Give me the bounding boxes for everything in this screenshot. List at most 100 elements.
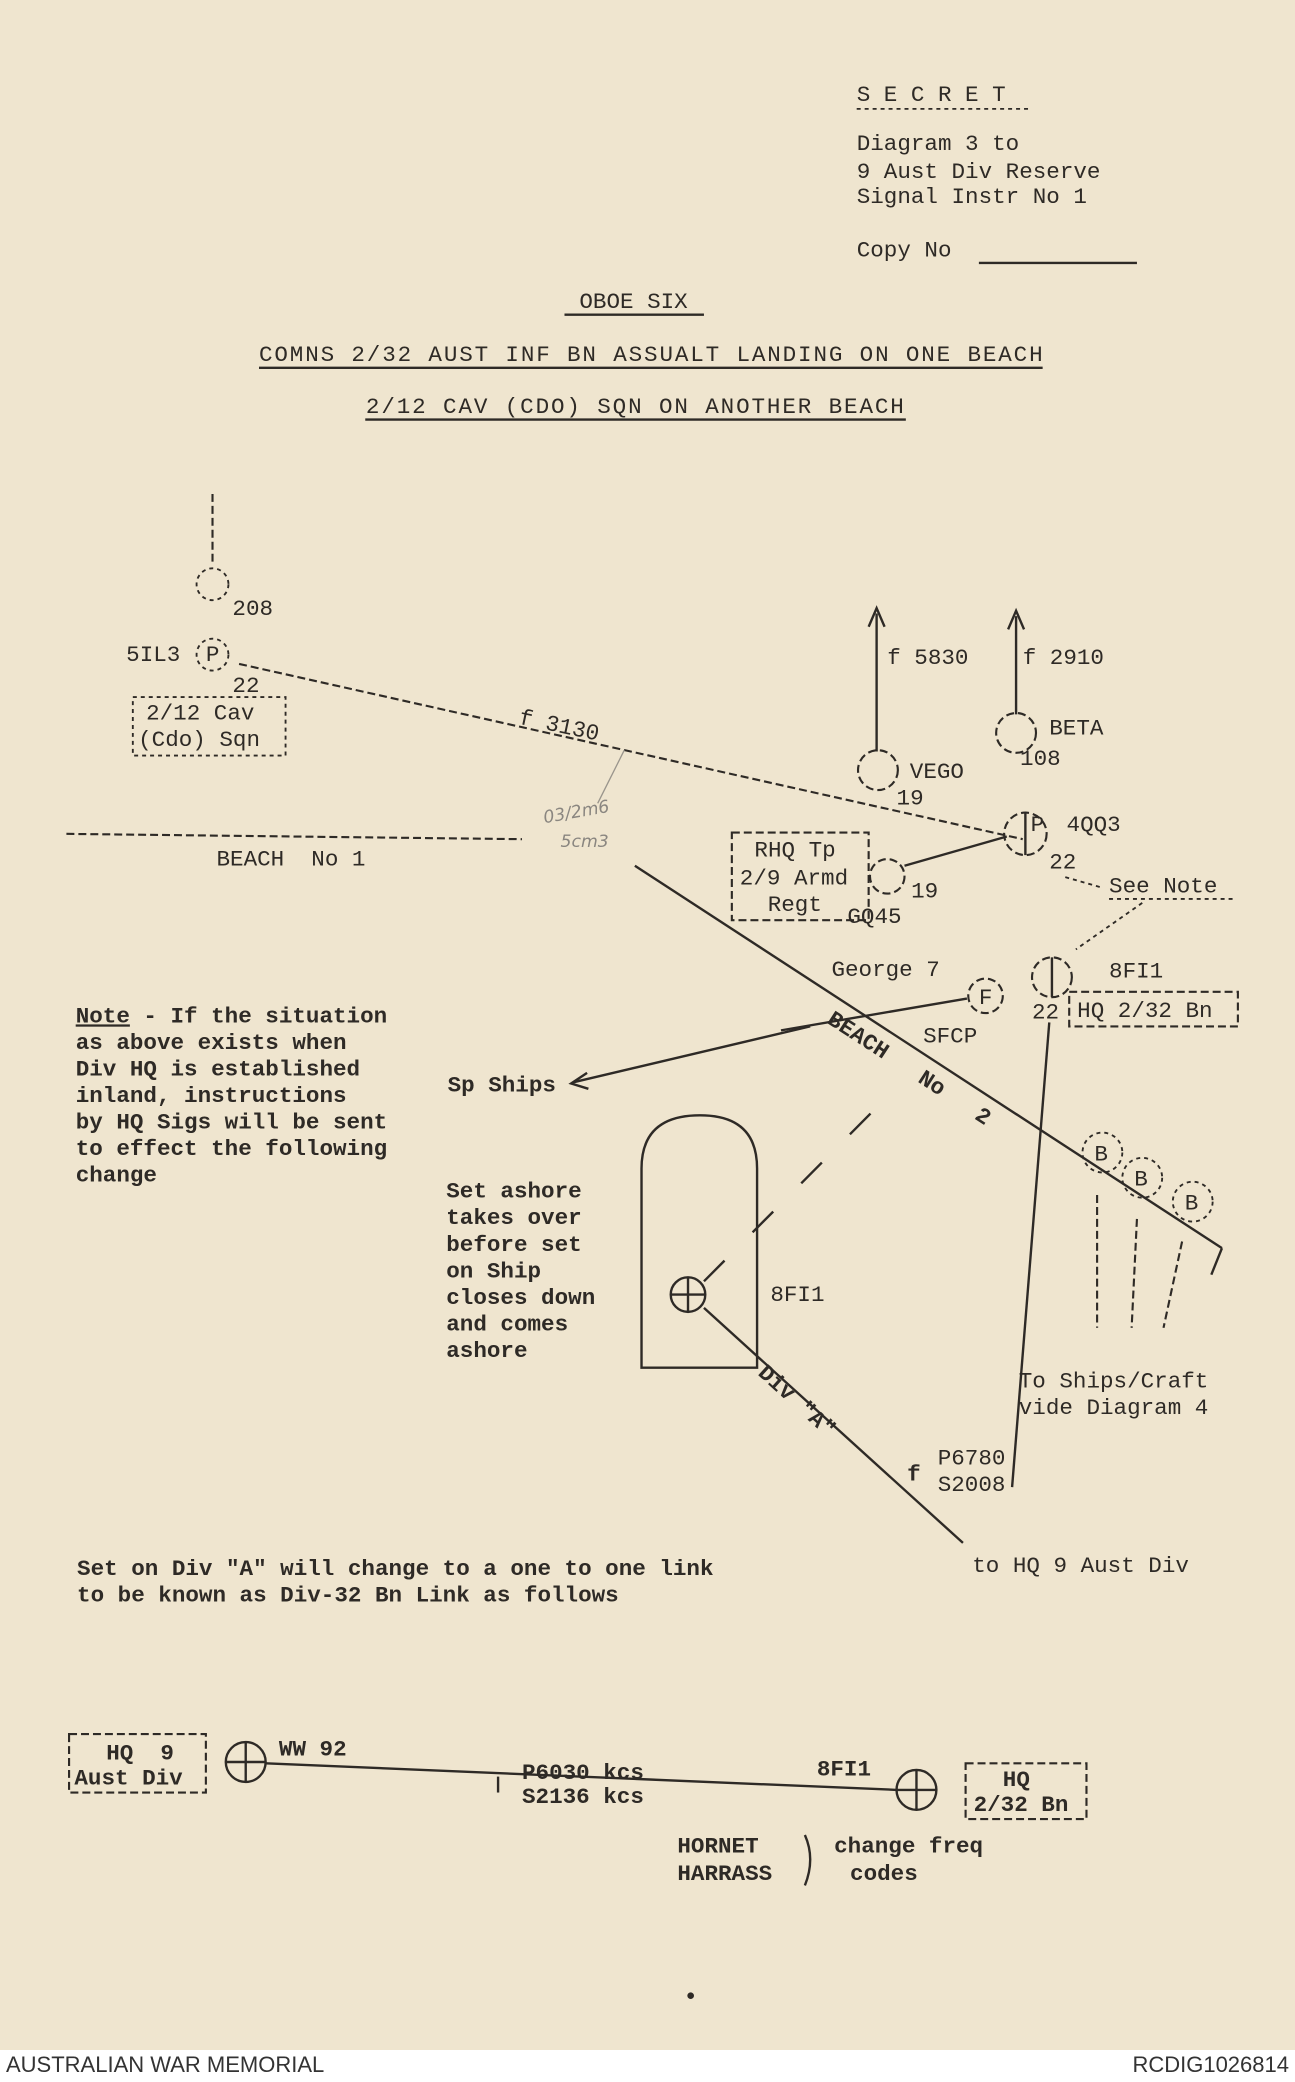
sp-ships-label: Sp Ships — [448, 1072, 556, 1098]
arrow-up-icon — [1007, 607, 1026, 630]
note-heading: Note — [76, 1003, 130, 1029]
station-circle-icon — [195, 567, 230, 602]
unit-box — [1068, 990, 1239, 1028]
unit-label: HQ 9 — [106, 1740, 174, 1766]
code-name: HARRASS — [677, 1861, 772, 1887]
note-line: to effect the following — [76, 1136, 387, 1162]
beach1-line — [66, 832, 522, 841]
george-label: George 7 — [831, 957, 939, 983]
boat-link — [1162, 1241, 1184, 1329]
pencil-line — [597, 749, 625, 804]
ship-outline — [640, 1114, 759, 1369]
reference-line: Diagram 3 to — [857, 131, 1020, 157]
set-circle-icon — [195, 637, 230, 672]
reference-line: Signal Instr No 1 — [857, 184, 1087, 210]
boat-circle-icon — [1171, 1180, 1214, 1223]
brace — [803, 1834, 812, 1886]
div-32bn-link: HQ 9 Aust Div WW 92 P6030 kcs S2136 kcs … — [68, 1733, 1088, 1887]
freq-label: f 2910 — [1023, 645, 1104, 671]
unit-label: 2/12 Cav — [146, 701, 254, 727]
boat-label: B — [1134, 1167, 1148, 1193]
to-hq-div-label: to HQ 9 Aust Div — [972, 1553, 1189, 1579]
arrow-left-icon — [568, 1071, 589, 1090]
sp-ships-arrow — [573, 1025, 811, 1084]
beach2-line — [634, 864, 1223, 1250]
station-number: 22 — [1049, 849, 1076, 875]
to-ships-label: To Ships/Craft — [1019, 1369, 1209, 1395]
link-line — [265, 1762, 897, 1792]
callsign: 8FI1 — [817, 1756, 871, 1782]
station-circle-icon — [995, 711, 1038, 754]
unit-label: Aust Div — [74, 1766, 183, 1792]
codes-note: codes — [850, 1861, 918, 1887]
copy-no-label: Copy No — [857, 237, 952, 263]
to-ships-label: vide Diagram 4 — [1019, 1395, 1209, 1421]
station-name: VEGO — [910, 759, 964, 785]
boat-circle-icon — [1121, 1156, 1164, 1199]
unit-label: 2/32 Bn — [974, 1792, 1069, 1818]
note-line: takes over — [446, 1205, 581, 1231]
unit-label: HQ 2/32 Bn — [1077, 998, 1212, 1024]
pencil-annotation: 03/2m6 — [542, 797, 611, 828]
boats: B B B — [1081, 1131, 1214, 1329]
title-line1: COMNS 2/32 AUST INF BN ASSUALT LANDING O… — [259, 342, 1043, 368]
note-line: inland, instructions — [76, 1083, 347, 1109]
code-name: HORNET — [677, 1833, 758, 1859]
node-4qq3: P 4QQ3 22 — [1003, 811, 1121, 875]
see-note-label: See Note — [1109, 873, 1217, 899]
codes-note: change freq — [834, 1833, 983, 1859]
hq-bn-node: 8FI1 22 HQ 2/32 Bn — [1030, 956, 1239, 1028]
unit-box — [68, 1733, 207, 1794]
classification: S E C R E T — [857, 82, 1006, 108]
station-number: 22 — [1032, 999, 1059, 1025]
svg-text:Note - If the situation: Note - If the situation — [76, 1003, 387, 1029]
unit-label: 2/9 Armd — [740, 865, 848, 891]
freq-label: P6780 — [938, 1446, 1006, 1472]
change-text: Set on Div "A" will change to a one to o… — [77, 1556, 713, 1582]
set-ashore-block: Set ashore takes over before set on Ship… — [446, 1179, 595, 1364]
note-line: on Ship — [446, 1258, 541, 1284]
arrow-line — [1062, 875, 1101, 888]
arrow-line — [1075, 902, 1143, 951]
set-circle-icon — [967, 977, 1004, 1015]
callsign: GQ45 — [847, 904, 901, 930]
div-link-line — [1010, 1022, 1051, 1488]
note-line: closes down — [446, 1285, 595, 1311]
title-code: OBOE SIX — [579, 289, 688, 315]
freq-label: P6030 kcs — [522, 1760, 644, 1786]
note-line: Div HQ is established — [76, 1057, 360, 1083]
note-line: as above exists when — [76, 1030, 347, 1056]
set-type: F — [979, 985, 993, 1011]
freq-label: S2008 — [938, 1472, 1006, 1498]
note-line: change — [76, 1163, 157, 1189]
beach1-label: BEACH No 1 — [216, 847, 365, 873]
unit-box — [730, 831, 870, 922]
note-line: before set — [446, 1232, 581, 1258]
change-text: to be known as Div-32 Bn Link as follows — [77, 1582, 619, 1608]
footer-item-id: RCDIG1026814 — [1132, 2052, 1289, 2077]
freq-label: f — [907, 1462, 921, 1488]
station-circle-icon — [856, 749, 899, 792]
set-type: P — [206, 642, 220, 668]
arrow-up-icon — [867, 605, 886, 628]
title-block: OBOE SIX COMNS 2/32 AUST INF BN ASSUALT … — [259, 289, 1043, 421]
beta-node: f 2910 BETA 108 — [995, 607, 1104, 772]
div-a-line — [703, 1307, 964, 1544]
footer-archive-name: AUSTRALIAN WAR MEMORIAL — [6, 2052, 325, 2077]
unit-label: Regt — [768, 892, 822, 918]
beach2-end — [1210, 1247, 1224, 1276]
station-number: 19 — [897, 786, 924, 812]
div-a-label: Div "A" — [752, 1360, 840, 1443]
unit-label: RHQ Tp — [754, 837, 835, 863]
boat-label: B — [1094, 1142, 1108, 1168]
changeover-dashed-line — [703, 1101, 883, 1283]
callsign: WW 92 — [279, 1736, 347, 1762]
station-circle-icon — [868, 858, 906, 895]
rhq-node: RHQ Tp 2/9 Armd Regt 19 GQ45 — [730, 831, 1008, 930]
pencil-annotation: 5cm3 — [561, 832, 609, 852]
sfcp-label: SFCP — [923, 1023, 977, 1049]
cav-node: 208 5IL3 P 22 2/12 Cav (Cdo) Sqn — [126, 493, 287, 757]
boat-label: B — [1185, 1191, 1199, 1217]
freq-label: S2136 kcs — [522, 1784, 644, 1810]
